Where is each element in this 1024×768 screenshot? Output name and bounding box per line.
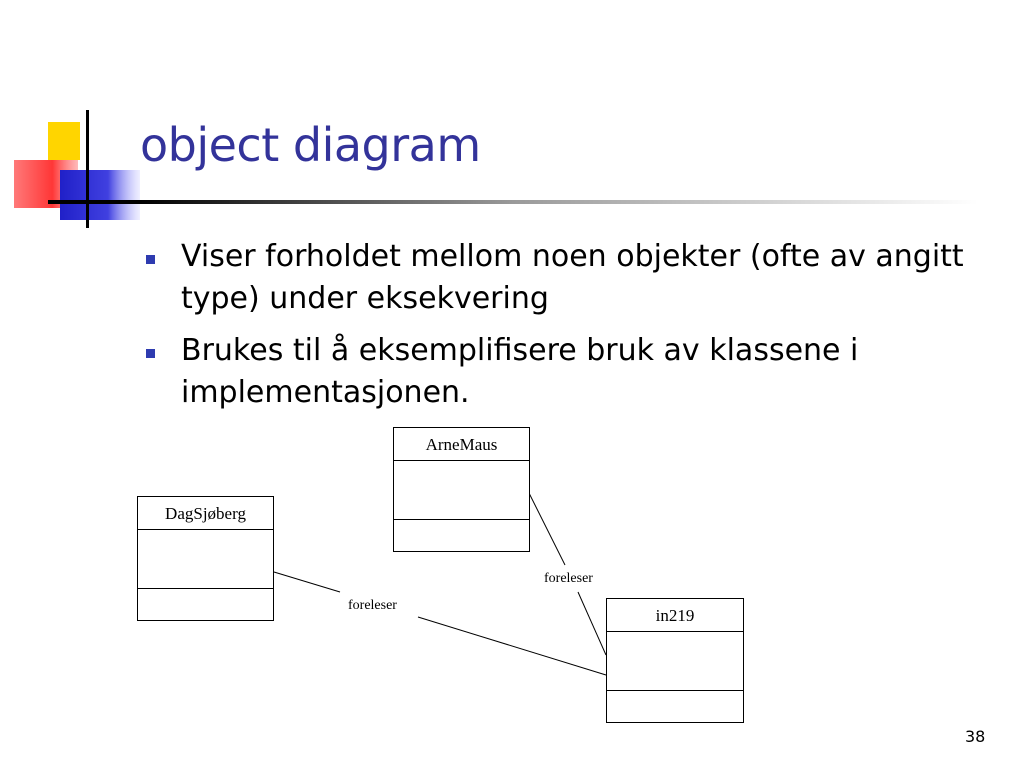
object-name: ArneMaus	[394, 428, 529, 461]
object-attributes-compartment	[394, 461, 529, 520]
page-number: 38	[965, 727, 986, 746]
association-label: foreleser	[348, 598, 397, 613]
object-attributes-compartment	[138, 530, 273, 589]
object-name: DagSjøberg	[138, 497, 273, 530]
title-divider	[48, 200, 978, 204]
slide-logo-icon	[14, 110, 150, 228]
association-line-dagsjoberg-in219	[273, 571, 341, 593]
bullet-item: Brukes til å eksemplifisere bruk av klas…	[144, 330, 1004, 414]
bullet-square-icon	[146, 349, 155, 358]
bullet-text: Viser forholdet mellom noen objekter (of…	[181, 239, 964, 316]
object-box-arnemaus: ArneMaus	[393, 427, 530, 552]
bullet-square-icon	[146, 255, 155, 264]
object-box-dagsjoberg: DagSjøberg	[137, 496, 274, 621]
association-line-arnemaus-in219	[528, 492, 566, 566]
object-name: in219	[607, 599, 743, 632]
association-line-arnemaus-in219	[577, 591, 607, 656]
association-line-dagsjoberg-in219	[417, 616, 607, 676]
object-operations-compartment	[394, 520, 529, 551]
object-box-in219: in219	[606, 598, 744, 723]
association-label: foreleser	[544, 571, 593, 586]
bullet-text: Brukes til å eksemplifisere bruk av klas…	[181, 333, 859, 410]
bullet-list: Viser forholdet mellom noen objekter (of…	[144, 236, 1004, 424]
slide-title: object diagram	[140, 118, 481, 172]
object-attributes-compartment	[607, 632, 743, 691]
object-operations-compartment	[138, 589, 273, 620]
bullet-item: Viser forholdet mellom noen objekter (of…	[144, 236, 1004, 320]
object-operations-compartment	[607, 691, 743, 722]
